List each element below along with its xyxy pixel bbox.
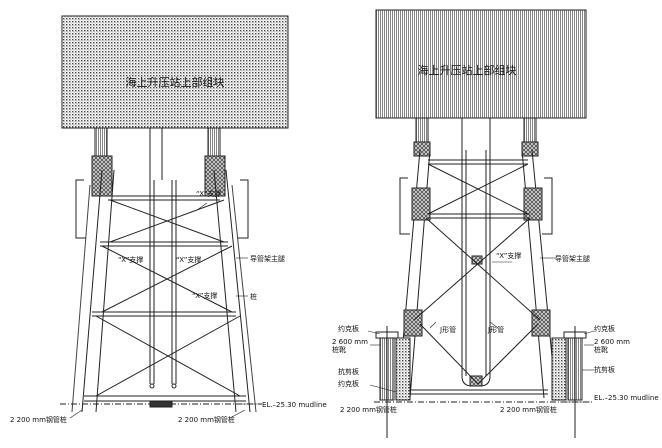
- right-label-j-tube-left: J形管: [439, 325, 456, 334]
- left-label-pile-left: 2 200 mm钢管桩: [10, 415, 67, 424]
- right-label-yoke-plate-low: 约克板: [338, 379, 359, 388]
- right-label-shear-plate-left: 抗剪板: [338, 367, 359, 376]
- left-label-x-brace-low: “X”支撑: [192, 291, 217, 300]
- left-j-tubes: [149, 180, 177, 389]
- right-side-brackets: [399, 177, 553, 235]
- left-topside-module: [61, 15, 289, 129]
- right-jacket-legs: [397, 149, 557, 399]
- right-leaders: [367, 257, 595, 403]
- right-label-shear-plate-right: 抗剪板: [594, 365, 615, 374]
- right-label-elevation: EL.–25.30 mudline: [594, 394, 659, 402]
- right-j-tubes: [461, 150, 491, 387]
- left-label-pile: 桩: [250, 292, 257, 301]
- left-label-elevation: EL.–25.30 mudline: [262, 401, 327, 409]
- left-module-supports: [91, 127, 226, 197]
- right-label-pile-left: 2 200 mm钢管桩: [340, 405, 397, 414]
- left-side-brackets: [75, 179, 249, 239]
- right-label-x-brace: “X”支撑: [496, 251, 521, 260]
- right-label-yoke-plate-right: 约克板: [594, 324, 615, 333]
- left-module-title: 海上升压站上部组块: [126, 75, 225, 89]
- left-label-x-brace-mid-right: “X”支撑: [176, 255, 201, 264]
- right-label-yoke-plate-left: 约克板: [338, 324, 359, 333]
- left-jacket-legs: [71, 169, 257, 413]
- left-leaders: [69, 202, 258, 419]
- left-elevation: [60, 15, 289, 419]
- left-label-pile-right: 2 200 mm钢管桩: [178, 415, 235, 424]
- left-label-x-brace-top: “X”支撑: [196, 189, 221, 198]
- right-topside-module: [375, 9, 587, 119]
- right-module-title: 海上升压站上部组块: [418, 63, 517, 77]
- left-label-jacket-leg: 导管架主腿: [250, 254, 285, 263]
- right-elevation: [367, 9, 595, 438]
- right-label-jacket-leg: 导管架主腿: [555, 254, 590, 263]
- right-module-supports: [413, 117, 539, 157]
- right-label-j-tube-right: J形管: [487, 325, 504, 334]
- left-horizontal-braces: [84, 195, 246, 402]
- right-horizontal-braces: [410, 159, 548, 395]
- right-x-braces: [413, 163, 541, 385]
- right-label-pile-right: 2 200 mm钢管桩: [500, 405, 557, 414]
- right-pile-sleeves: [375, 326, 587, 438]
- left-label-x-brace-mid-left: “X”支撑: [118, 255, 143, 264]
- left-mudline-mat: [149, 400, 173, 408]
- left-x-braces: [95, 199, 241, 397]
